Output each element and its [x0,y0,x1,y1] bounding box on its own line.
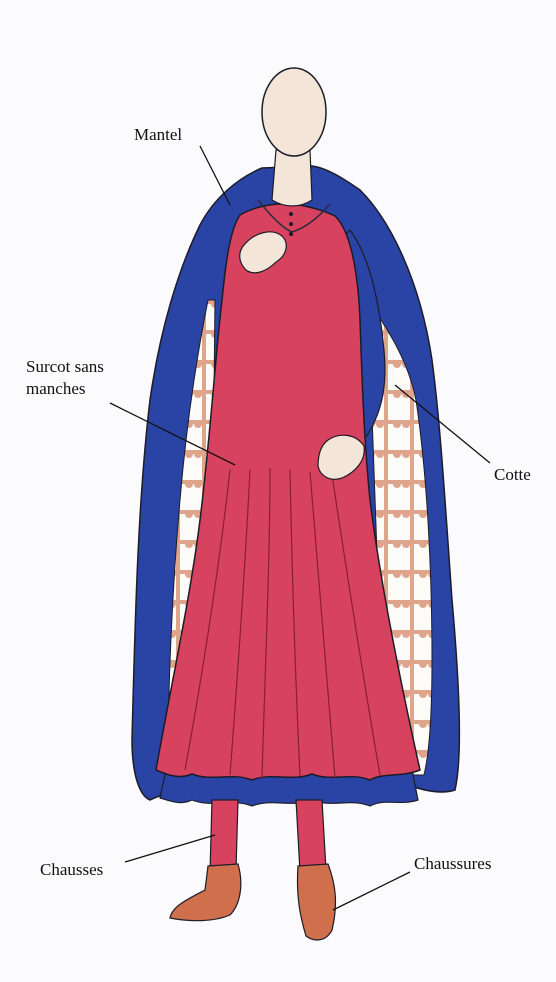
shoe-right [297,864,335,940]
chausses-right [296,800,326,872]
neck [272,150,312,206]
chausses-left [210,800,238,872]
leader-chausses [125,835,215,862]
label-mantel: Mantel [134,124,182,146]
head [262,68,326,156]
leader-chaussures [333,872,410,910]
label-chausses: Chausses [40,859,103,881]
label-cotte: Cotte [494,464,531,486]
label-surcot-line1: Surcot sans [26,356,104,378]
label-surcot-line2: manches [26,378,85,400]
label-chaussures: Chaussures [414,853,491,875]
leader-mantel [200,146,230,205]
shoe-left [170,864,241,921]
